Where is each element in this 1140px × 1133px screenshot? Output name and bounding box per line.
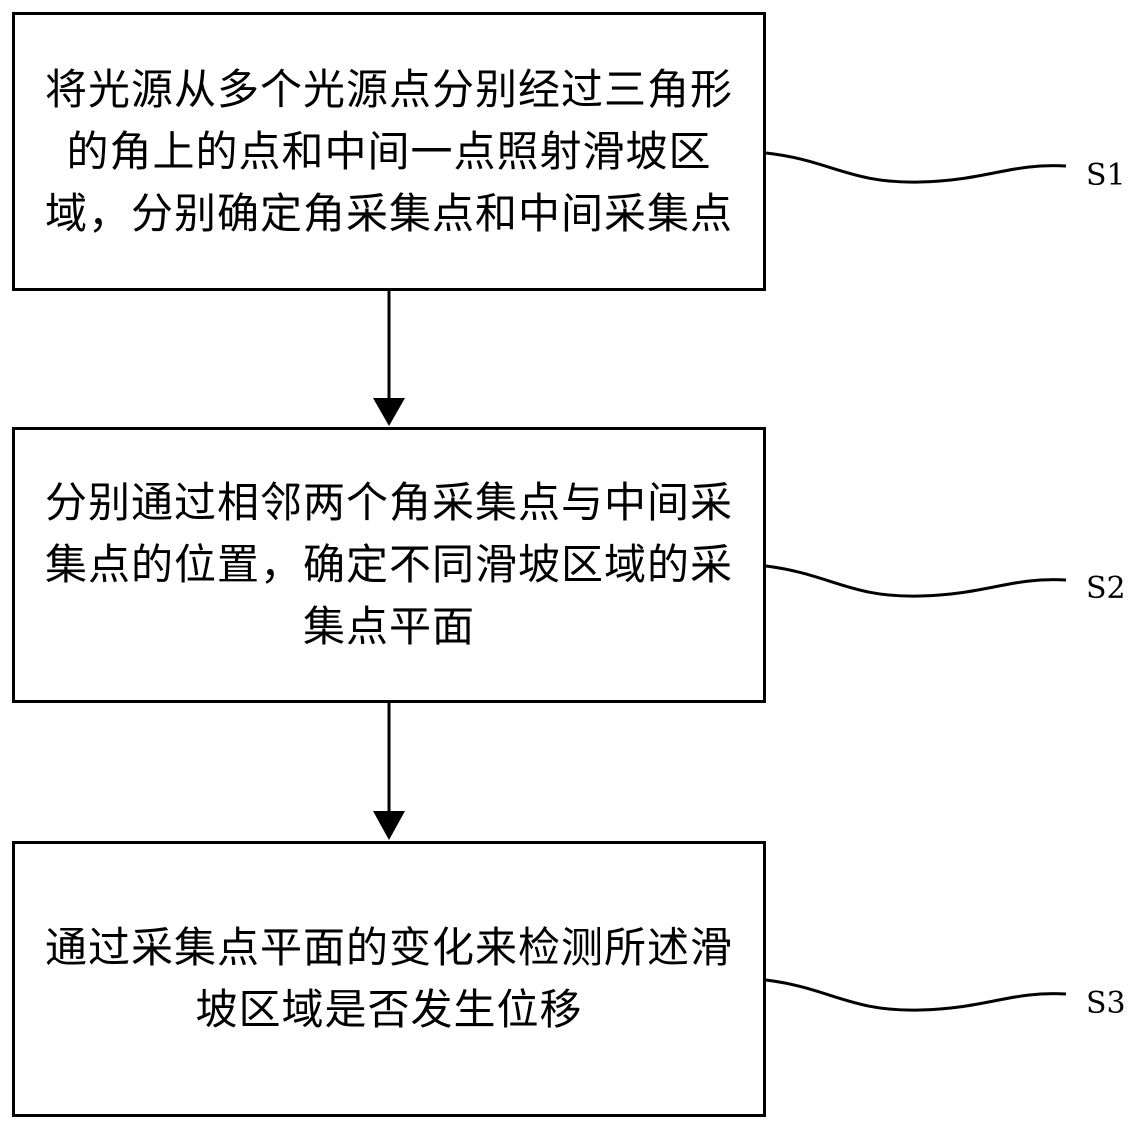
leader-line-s1 (765, 151, 1067, 184)
step-box-s3: 通过采集点平面的变化来检测所述滑坡区域是否发生位移 (12, 841, 766, 1117)
leader-line-s2 (765, 564, 1067, 598)
step-tag-s2: S2 (1086, 571, 1126, 606)
step-text-s1: 将光源从多个光源点分别经过三角形的角上的点和中间一点照射滑坡区域，分别确定角采集… (44, 64, 733, 238)
leader-line-s3 (765, 978, 1067, 1012)
step-box-s1: 将光源从多个光源点分别经过三角形的角上的点和中间一点照射滑坡区域，分别确定角采集… (12, 12, 766, 291)
arrow-s1-to-s2-head (373, 398, 405, 426)
step-tag-s3: S3 (1086, 986, 1126, 1021)
step-text-s2: 分别通过相邻两个角采集点与中间采集点的位置，确定不同滑坡区域的采集点平面 (44, 478, 733, 651)
step-box-s2: 分别通过相邻两个角采集点与中间采集点的位置，确定不同滑坡区域的采集点平面 (12, 427, 766, 703)
step-text-s3: 通过采集点平面的变化来检测所述滑坡区域是否发生位移 (44, 923, 733, 1034)
step-tag-s1: S1 (1086, 158, 1126, 193)
arrow-s2-to-s3-head (373, 811, 405, 840)
